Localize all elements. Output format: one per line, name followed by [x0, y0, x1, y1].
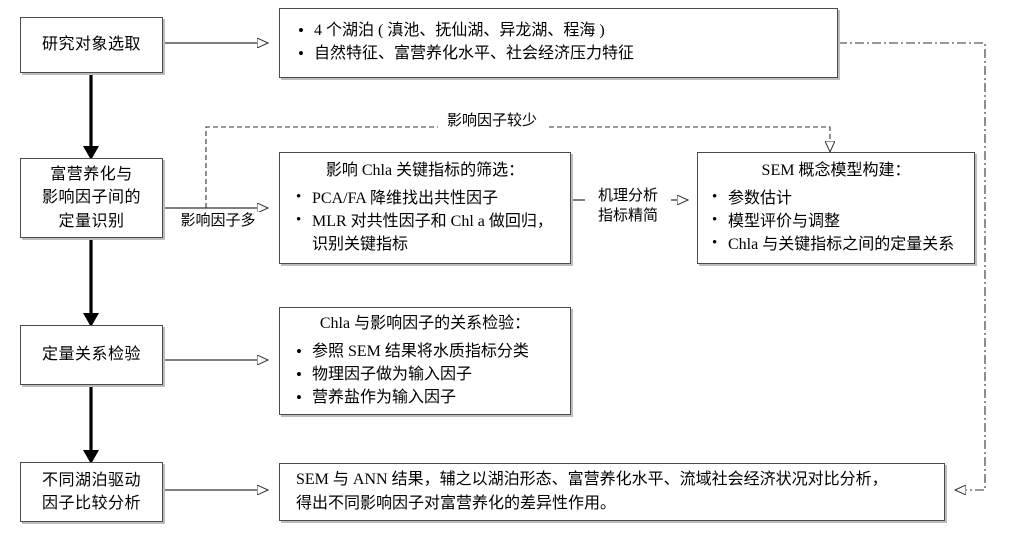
sem-bullet-list: 参数估计 模型评价与调整 Chla 与关键指标之间的定量关系	[712, 187, 960, 257]
objects-bullet-list: 4 个湖泊 ( 滇池、抚仙湖、异龙湖、程海 ) 自然特征、富营养化水平、社会经济…	[298, 19, 819, 66]
detail-box-comparison[interactable]: SEM 与 ANN 结果，辅之以湖泊形态、富营养化水平、流域社会经济状况对比分析…	[279, 463, 945, 521]
edge-label-mechanism-line-2: 指标精简	[597, 208, 658, 225]
sem-bullet-2: 模型评价与调整	[712, 210, 960, 234]
objects-bullet-1: 4 个湖泊 ( 滇池、抚仙湖、异龙湖、程海 )	[298, 19, 819, 43]
detail-box-sem[interactable]: SEM 概念模型构建： 参数估计 模型评价与调整 Chla 与关键指标之间的定量…	[697, 152, 975, 264]
screening-bullet-2-text: MLR 对共性因子和 Chl a 做回归，	[312, 212, 553, 230]
spine-arrow-2-to-3	[83, 238, 99, 327]
detail-box-screening[interactable]: 影响 Chla 关键指标的筛选： PCA/FA 降维找出共性因子 MLR 对共性…	[279, 152, 571, 264]
objects-bullet-2: 自然特征、富营养化水平、社会经济压力特征	[298, 42, 819, 66]
stage-box-2[interactable]: 富营养化与 影响因子间的 定量识别	[20, 158, 163, 238]
screening-bullet-2-continued: 识别关键指标	[312, 235, 409, 253]
sem-bullet-1: 参数估计	[712, 187, 960, 211]
relation-test-bullet-2: 物理因子做为输入因子	[296, 363, 554, 387]
screening-bullet-1: PCA/FA 降维找出共性因子	[296, 187, 554, 211]
spine-arrow-3-to-4	[83, 385, 99, 464]
screening-bullet-list: PCA/FA 降维找出共性因子 MLR 对共性因子和 Chl a 做回归， 识别…	[296, 187, 554, 256]
relation-test-header: Chla 与影响因子的关系检验：	[319, 314, 531, 332]
detail-box-relation-test[interactable]: Chla 与影响因子的关系检验： 参照 SEM 结果将水质指标分类 物理因子做为…	[279, 307, 571, 415]
screening-bullet-2: MLR 对共性因子和 Chl a 做回归， 识别关键指标	[296, 210, 554, 256]
sem-header: SEM 概念模型构建：	[761, 161, 911, 179]
edge-label-mechanism: 机理分析 指标精简	[585, 186, 671, 227]
comparison-line-1: SEM 与 ANN 结果，辅之以湖泊形态、富营养化水平、流域社会经济状况对比分析…	[296, 471, 888, 488]
stage-box-1[interactable]: 研究对象选取	[20, 17, 163, 73]
edge-label-few-factors: 影响因子较少	[438, 112, 546, 132]
sem-bullet-3: Chla 与关键指标之间的定量关系	[712, 233, 960, 257]
stage-3-line-1: 定量关系检验	[41, 346, 141, 364]
stage-box-3[interactable]: 定量关系检验	[20, 325, 163, 385]
relation-test-bullet-list: 参照 SEM 结果将水质指标分类 物理因子做为输入因子 营养盐作为输入因子	[296, 340, 554, 410]
stage-4-line-2: 因子比较分析	[41, 495, 141, 512]
relation-test-bullet-1: 参照 SEM 结果将水质指标分类	[296, 340, 554, 364]
edge-label-mechanism-line-1: 机理分析	[597, 188, 658, 204]
detail-box-objects[interactable]: 4 个湖泊 ( 滇池、抚仙湖、异龙湖、程海 ) 自然特征、富营养化水平、社会经济…	[279, 8, 838, 78]
dashdot-feedback-path	[838, 42, 986, 490]
stage-1-line-1: 研究对象选取	[41, 36, 141, 54]
stage-2-line-3: 定量识别	[58, 212, 125, 230]
stage-box-4[interactable]: 不同湖泊驱动 因子比较分析	[20, 462, 163, 522]
edge-label-many-factors: 影响因子多	[168, 212, 268, 232]
spine-arrow-1-to-2	[83, 73, 99, 160]
stage-4-line-1: 不同湖泊驱动	[41, 471, 141, 489]
screening-header: 影响 Chla 关键指标的筛选：	[325, 161, 525, 179]
comparison-line-2: 得出不同影响因子对富营养化的差异性作用。	[296, 495, 617, 512]
stage-2-line-2: 影响因子间的	[41, 189, 141, 207]
stage-2-line-1: 富营养化与	[50, 166, 133, 184]
relation-test-bullet-3: 营养盐作为输入因子	[296, 386, 554, 410]
